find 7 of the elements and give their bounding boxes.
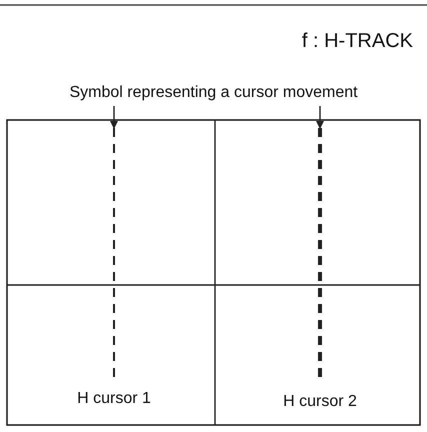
caption-text: Symbol representing a cursor movement bbox=[69, 84, 358, 106]
cursor-label: H cursor 1 bbox=[77, 390, 151, 408]
cursor-label: H cursor 2 bbox=[283, 393, 357, 411]
arrow bbox=[316, 106, 324, 129]
title: f : H-TRACK bbox=[302, 30, 413, 53]
dashed-cursor-line bbox=[113, 128, 115, 378]
arrow bbox=[110, 106, 118, 129]
